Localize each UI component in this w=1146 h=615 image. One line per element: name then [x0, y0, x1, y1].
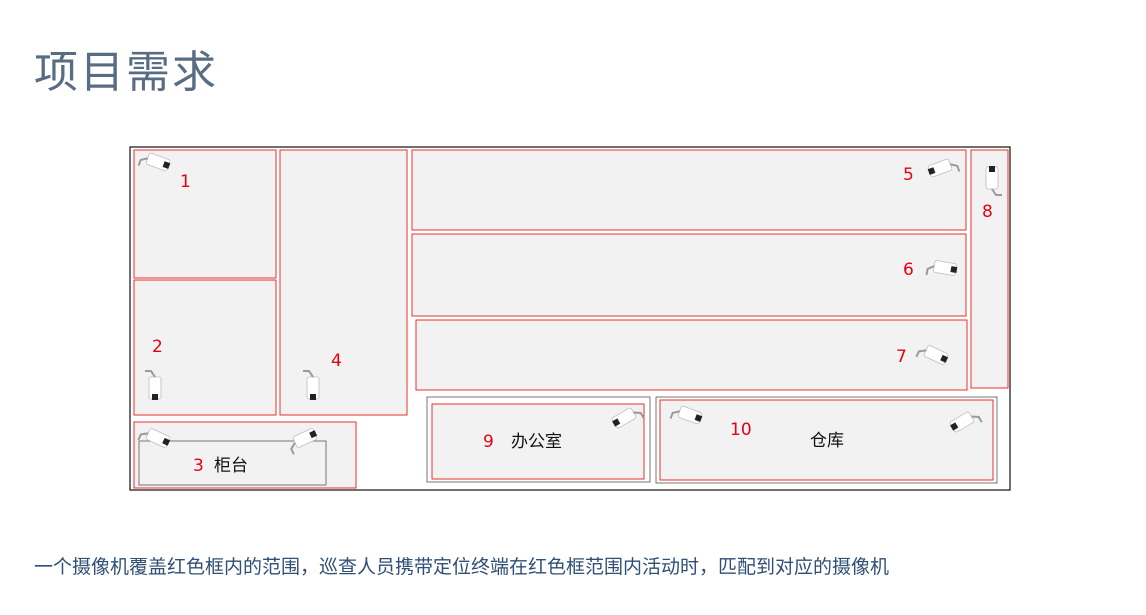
- zone-7-number: 7: [896, 347, 907, 367]
- zone-2-number: 2: [152, 337, 163, 357]
- page-title: 项目需求: [34, 47, 218, 98]
- zone-6-number: 6: [903, 260, 914, 280]
- zone-5: [411, 149, 967, 231]
- label-office: 办公室: [511, 432, 562, 452]
- zone-8-number: 8: [982, 202, 993, 222]
- zone-10: [659, 399, 994, 481]
- zone-7: [415, 319, 968, 391]
- zone-1-number: 1: [180, 172, 191, 192]
- zone-9: [431, 403, 645, 480]
- building-outline: [129, 146, 1011, 491]
- label-warehouse: 仓库: [810, 431, 844, 451]
- zone-3: [133, 421, 357, 489]
- zone-3-number: 3: [193, 456, 204, 476]
- room-warehouse: [655, 396, 998, 484]
- zone-8: [970, 149, 1009, 389]
- zone-4-number: 4: [331, 351, 342, 371]
- zone-5-number: 5: [903, 165, 914, 185]
- zone-6: [411, 233, 967, 317]
- zone-9-number: 9: [483, 432, 494, 452]
- zone-4: [279, 149, 408, 416]
- description-text: 一个摄像机覆盖红色框内的范围，巡查人员携带定位终端在红色框范围内活动时，匹配到对…: [34, 556, 890, 578]
- zone-1: [133, 149, 277, 279]
- label-counter: 柜台: [214, 456, 248, 476]
- room-office: [426, 396, 651, 483]
- room-counter: [138, 440, 327, 486]
- zone-10-number: 10: [730, 420, 752, 440]
